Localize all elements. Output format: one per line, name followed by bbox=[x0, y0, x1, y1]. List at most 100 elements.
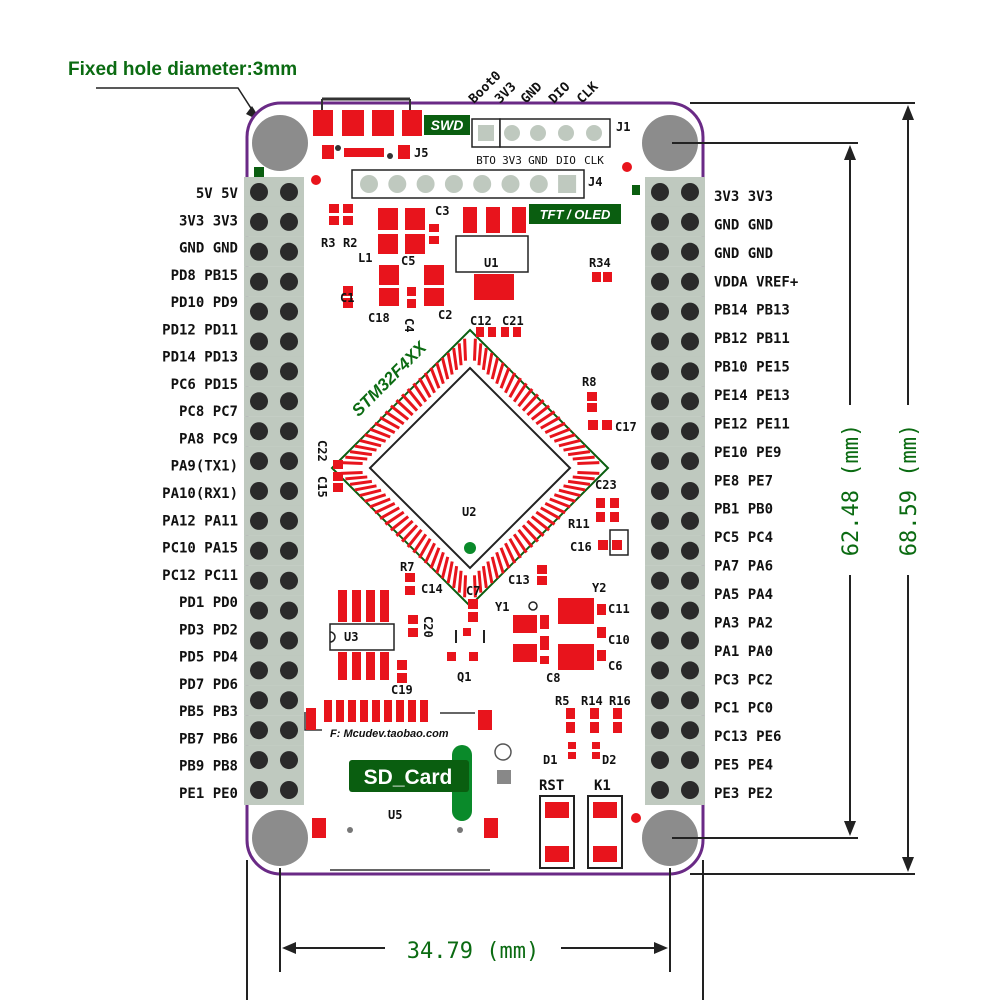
designator-c21: C21 bbox=[502, 314, 524, 328]
header-pin bbox=[250, 691, 268, 710]
header-pin bbox=[250, 183, 268, 201]
pin-label: PB5 PB3 bbox=[179, 704, 238, 720]
mount-hole-tl bbox=[252, 115, 308, 171]
designator-r7: R7 bbox=[400, 560, 414, 574]
mcu-pin bbox=[401, 393, 419, 412]
designator-r14: R14 bbox=[581, 694, 603, 708]
swd-silk-label: GND bbox=[528, 154, 548, 167]
mcu-pin bbox=[440, 556, 450, 579]
mcu-pin bbox=[499, 547, 511, 569]
designator-y2: Y2 bbox=[592, 581, 606, 595]
designator-c5: C5 bbox=[401, 254, 415, 268]
pin-label: PB1 PB0 bbox=[714, 502, 773, 518]
header-pin bbox=[651, 601, 669, 620]
mcu-pin bbox=[504, 542, 517, 564]
c19-pads bbox=[397, 660, 407, 683]
mcu-pin bbox=[345, 455, 368, 461]
swd-silk-label: CLK bbox=[584, 154, 604, 167]
header-pin bbox=[651, 422, 669, 441]
mcu-pin bbox=[435, 551, 445, 574]
designator-r16: R16 bbox=[609, 694, 631, 708]
mcu-pin bbox=[558, 488, 581, 498]
header-pin bbox=[250, 482, 268, 500]
pin-label: PA7 PA6 bbox=[714, 559, 773, 575]
tft-pin bbox=[360, 175, 378, 193]
swd-silk-label: BTO bbox=[476, 154, 496, 167]
header-pin bbox=[280, 751, 298, 770]
mcu-pin bbox=[486, 352, 494, 375]
pin-label: PE14 PE13 bbox=[714, 388, 790, 404]
tft-pin bbox=[501, 175, 520, 193]
header-pin bbox=[681, 392, 699, 411]
user-button-label: K1 bbox=[594, 778, 611, 794]
mcu-pin bbox=[544, 502, 566, 515]
sd-ref: U5 bbox=[388, 808, 402, 822]
header-pin bbox=[250, 511, 268, 530]
designator-c4: C4 bbox=[402, 318, 416, 332]
header-pin bbox=[681, 601, 699, 620]
header-pin bbox=[250, 272, 268, 291]
designator-r5: R5 bbox=[555, 694, 569, 708]
tft-pin bbox=[444, 175, 463, 193]
mcu-pin bbox=[412, 382, 428, 403]
header-pin bbox=[651, 212, 669, 231]
designator-c12: C12 bbox=[470, 314, 492, 328]
header-pin bbox=[681, 631, 699, 650]
mcu-package bbox=[330, 328, 610, 608]
pin-label: PC5 PC4 bbox=[714, 530, 773, 546]
mcu-pin bbox=[481, 565, 488, 589]
mcu-pin bbox=[384, 410, 405, 426]
designator-y1: Y1 bbox=[495, 600, 509, 614]
mcu-pin bbox=[463, 338, 468, 361]
mcu-pin bbox=[446, 352, 454, 375]
pin-label: PE10 PE9 bbox=[714, 445, 781, 461]
crystal-y2 bbox=[558, 598, 606, 670]
mount-hole-tr bbox=[642, 115, 698, 171]
mcu-pin bbox=[535, 510, 556, 526]
mcu-pin bbox=[354, 444, 377, 452]
pin-label: PA12 PA11 bbox=[162, 513, 238, 529]
header-pin bbox=[651, 781, 669, 799]
pin-label: GND GND bbox=[714, 246, 773, 262]
mcu-pin bbox=[544, 421, 566, 434]
designator-c13: C13 bbox=[508, 573, 530, 587]
header-pin bbox=[651, 721, 669, 740]
designator-c1: C1 bbox=[340, 291, 354, 305]
pin-label: 5V 5V bbox=[196, 186, 239, 202]
led-area bbox=[566, 708, 622, 759]
mcu-pin bbox=[379, 506, 400, 520]
pin-label: PB10 PE15 bbox=[714, 360, 790, 376]
pin-label: PB9 PB8 bbox=[179, 759, 238, 775]
pin-label: PD10 PD9 bbox=[171, 295, 238, 311]
designator-c23: C23 bbox=[595, 478, 617, 492]
mcu-pin bbox=[395, 519, 414, 537]
pin-label: PE8 PE7 bbox=[714, 473, 773, 489]
mcu-pin bbox=[384, 510, 405, 526]
mcu-pin bbox=[521, 524, 539, 543]
mcu-pin bbox=[359, 488, 382, 498]
user-button bbox=[587, 795, 623, 869]
mcu-pin bbox=[508, 377, 522, 398]
header-pin bbox=[280, 511, 298, 530]
pin-label: PD12 PD11 bbox=[162, 322, 238, 338]
header-pin bbox=[250, 661, 268, 680]
mcu-pin bbox=[429, 547, 441, 569]
mcu-pin bbox=[457, 570, 463, 593]
hole-note-leader bbox=[96, 87, 257, 117]
designator-r3: R3 bbox=[321, 236, 335, 250]
header-pin bbox=[681, 212, 699, 231]
mcu-pin bbox=[389, 515, 410, 532]
swd-header bbox=[471, 118, 611, 148]
mcu-pin bbox=[495, 362, 505, 385]
mcu-pin bbox=[530, 515, 551, 532]
header-pin bbox=[681, 242, 699, 261]
swd-ref: J1 bbox=[616, 120, 630, 134]
pin-label: PC12 PC11 bbox=[162, 568, 238, 584]
designator-l1: L1 bbox=[358, 251, 372, 265]
header-pin bbox=[250, 721, 268, 740]
pin-label: PE1 PE0 bbox=[179, 786, 238, 802]
swd-badge-bg bbox=[424, 115, 470, 135]
